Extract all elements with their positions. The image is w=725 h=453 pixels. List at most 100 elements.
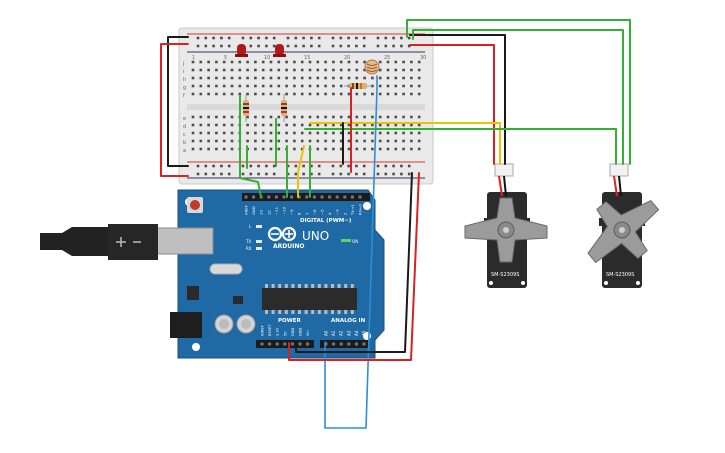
led-red-2[interactable]	[273, 44, 286, 57]
chip-pin	[344, 284, 348, 288]
digital-pin-hole[interactable]	[297, 195, 301, 199]
breadboard-hole	[277, 84, 281, 88]
power-jack[interactable]	[170, 312, 202, 338]
resistor-1[interactable]	[243, 94, 249, 122]
breadboard-hole	[300, 147, 304, 151]
breadboard-hole	[386, 147, 390, 151]
reset-button[interactable]	[187, 197, 203, 213]
power-pin-hole[interactable]	[298, 342, 302, 346]
analog-pin-hole[interactable]	[324, 342, 328, 346]
analog-pin-hole[interactable]	[354, 342, 358, 346]
breadboard-hole	[394, 60, 398, 64]
breadboard-hole	[386, 76, 390, 80]
analog-pin-hole[interactable]	[347, 342, 351, 346]
breadboard-hole	[332, 131, 335, 135]
rail-hole	[392, 44, 395, 48]
digital-pin-hole[interactable]	[290, 195, 294, 199]
digital-pin-hole[interactable]	[350, 195, 354, 199]
breadboard-hole	[269, 115, 273, 119]
power-pin-hole[interactable]	[306, 342, 310, 346]
breadboard-hole	[246, 68, 249, 72]
led-red-1[interactable]	[235, 44, 248, 57]
rail-hole	[317, 172, 321, 176]
power-pin-hole[interactable]	[268, 342, 272, 346]
digital-pin-hole[interactable]	[252, 195, 256, 199]
breadboard-hole	[402, 115, 405, 119]
power-pin-hole[interactable]	[290, 342, 294, 346]
servo-2[interactable]: SM-S2309S	[570, 163, 674, 288]
analog-pin-label: A4	[354, 330, 359, 336]
rail-hole	[241, 36, 245, 40]
digital-pin-label: GND	[251, 206, 256, 215]
digital-pin-label: ~10	[282, 206, 287, 215]
breadboard-hole	[355, 131, 359, 135]
servo-1[interactable]: SM-S2309S	[464, 163, 548, 288]
breadboard-hole	[339, 76, 343, 80]
breadboard-hole	[261, 139, 265, 143]
chip-pin	[278, 284, 282, 288]
digital-pin-hole[interactable]	[335, 195, 339, 199]
breadboard-hole	[410, 68, 413, 72]
chip-pin	[311, 310, 315, 314]
breadboard-hole	[191, 147, 195, 151]
analog-pin-hole[interactable]	[362, 342, 366, 346]
photoresistor[interactable]	[364, 59, 380, 75]
breadboard-hole	[339, 68, 343, 72]
rail-hole	[265, 164, 268, 168]
chip-pin	[304, 284, 308, 288]
breadboard-hole	[402, 60, 405, 64]
crystal-oscillator	[209, 263, 243, 275]
breadboard-hole	[332, 92, 335, 96]
resistor-2[interactable]	[281, 94, 287, 122]
digital-pin-hole[interactable]	[274, 195, 278, 199]
power-pin-hole[interactable]	[260, 342, 264, 346]
breadboard-hole	[402, 84, 405, 88]
digital-pin-label: ~3	[335, 209, 340, 215]
digital-pin-hole[interactable]	[305, 195, 309, 199]
breadboard-hole	[394, 84, 398, 88]
rail-hole	[310, 164, 313, 168]
breadboard-hole	[324, 123, 327, 127]
servo-label: SM-S2309S	[491, 272, 519, 278]
usb-port[interactable]	[154, 227, 214, 255]
chip-pin	[344, 310, 348, 314]
capacitor	[214, 314, 234, 334]
rail-hole	[310, 172, 313, 176]
breadboard[interactable]: j i h g f e d c b a 1 5 10 15 20 25 30	[178, 27, 434, 185]
digital-pin-hole[interactable]	[343, 195, 347, 199]
breadboard-hole	[261, 76, 265, 80]
breadboard-hole	[238, 92, 242, 96]
resistor-3[interactable]	[344, 83, 372, 89]
chip-pin	[350, 310, 354, 314]
breadboard-hole	[261, 92, 265, 96]
digital-pin-hole[interactable]	[312, 195, 316, 199]
digital-pin-hole[interactable]	[282, 195, 286, 199]
breadboard-hole	[316, 68, 320, 72]
digital-pin-hole[interactable]	[358, 195, 362, 199]
digital-pin-hole[interactable]	[267, 195, 271, 199]
analog-pin-hole[interactable]	[332, 342, 336, 346]
power-pin-hole[interactable]	[283, 342, 287, 346]
rail-hole	[317, 164, 321, 168]
analog-pin-label: A1	[331, 330, 336, 336]
digital-pin-hole[interactable]	[320, 195, 324, 199]
analog-pin-hole[interactable]	[339, 342, 343, 346]
rail-hole	[249, 44, 253, 48]
breadboard-hole	[324, 147, 327, 151]
breadboard-hole	[363, 147, 366, 151]
wire-red	[288, 172, 420, 361]
power-pin-hole[interactable]	[275, 342, 279, 346]
digital-pin-hole[interactable]	[328, 195, 332, 199]
breadboard-hole	[386, 131, 390, 135]
digital-pin-hole[interactable]	[244, 195, 248, 199]
breadboard-hole	[378, 60, 382, 64]
rail-hole	[407, 36, 411, 40]
rail-hole	[347, 172, 350, 176]
breadboard-hole	[269, 139, 273, 143]
breadboard-hole	[355, 68, 359, 72]
breadboard-hole	[378, 139, 382, 143]
breadboard-hole	[410, 131, 413, 135]
digital-pin-label: 4	[327, 212, 332, 215]
